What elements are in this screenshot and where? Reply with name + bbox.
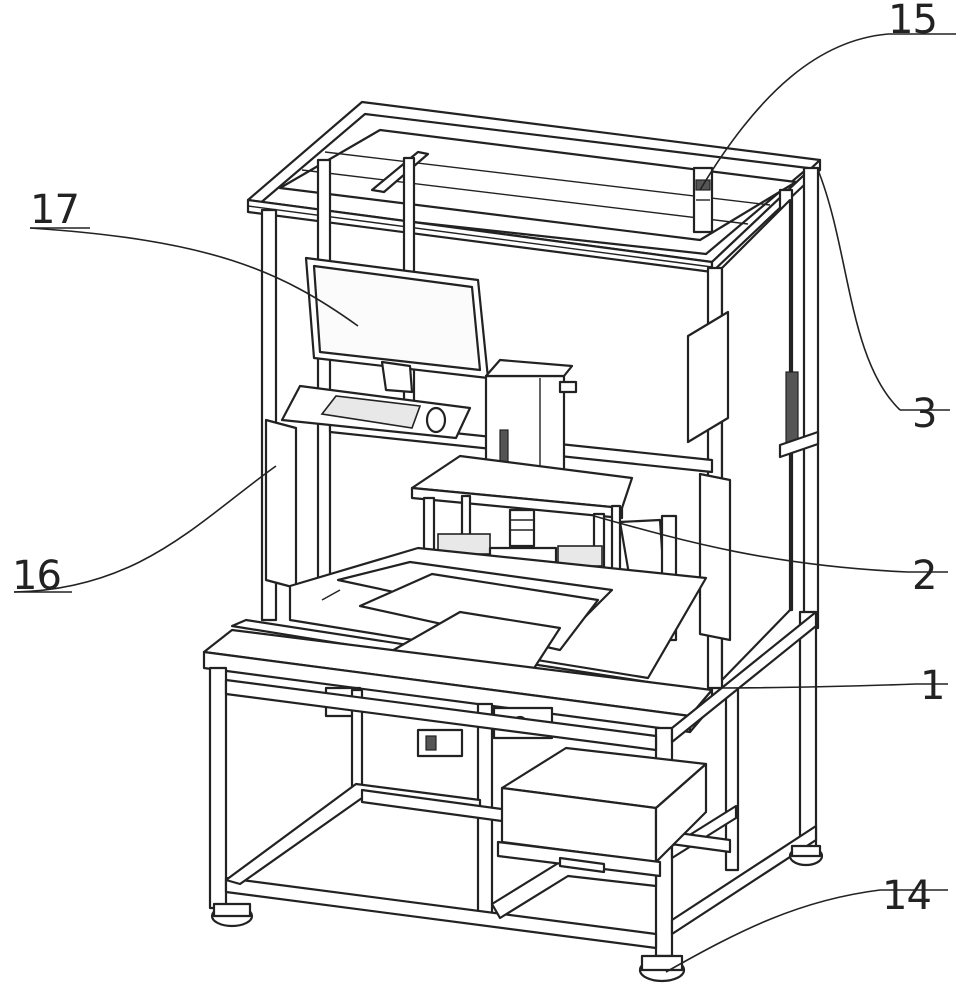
monitor <box>282 258 488 438</box>
callout-16: 16 <box>12 556 61 596</box>
leader-3 <box>818 170 900 410</box>
callout-2: 2 <box>912 556 936 596</box>
top-frame <box>248 102 820 272</box>
callout-1: 1 <box>920 666 944 706</box>
callout-17: 17 <box>30 190 79 230</box>
callout-15: 15 <box>888 0 937 40</box>
callout-14: 14 <box>882 876 931 916</box>
callout-3: 3 <box>912 394 936 434</box>
stack-light <box>694 168 712 232</box>
